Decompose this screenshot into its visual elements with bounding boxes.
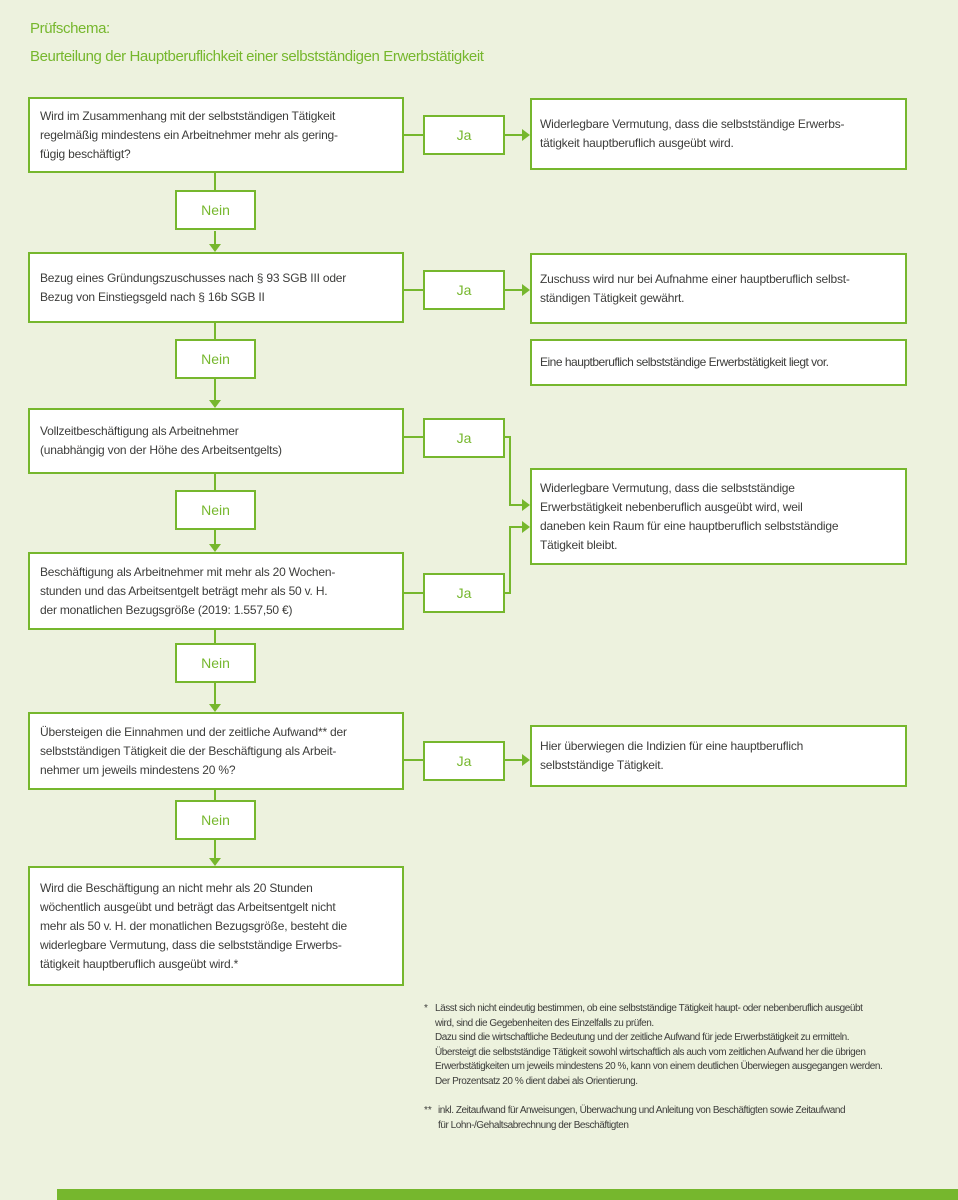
arrowhead-down-q4 [209,544,221,552]
question-text-5: Übersteigen die Einnahmen und der zeitli… [40,724,347,777]
footnote-single-text: Lässt sich nicht eindeutig bestimmen, ob… [435,1003,883,1087]
question-text-3: Vollzeitbeschäftigung als Arbeitnehmer (… [40,424,282,457]
ja-label-4: Ja [423,573,505,613]
footnote-single-marker: * [424,1003,428,1014]
connector-q2-nein2 [214,323,216,339]
nein-label-2: Nein [175,339,256,379]
question-box-5: Übersteigen die Einnahmen und der zeitli… [28,712,404,790]
nein-label-4: Nein [175,643,256,683]
nein-label-5: Nein [175,800,256,840]
arrowhead-right-r4-bottom [522,521,530,533]
question-box-1: Wird im Zusammenhang mit der selbstständ… [28,97,404,173]
connector-ja3-down [509,436,511,506]
connector-ja3-r4 [509,504,522,506]
result-box-5: Hier überwiegen die Indizien für eine ha… [530,725,907,787]
footnote-double: ** inkl. Zeitaufwand für Anweisungen, Üb… [424,1104,958,1133]
connector-q4-nein4 [214,630,216,643]
result-box-4: Widerlegbare Vermutung, dass die selbsts… [530,468,907,565]
footer-bar [57,1189,958,1200]
connector-ja5-r5 [505,759,522,761]
ja-label-3: Ja [423,418,505,458]
connector-q2-ja2 [404,289,423,291]
ja-label-1: Ja [423,115,505,155]
nein-label-3: Nein [175,490,256,530]
nein-label-1: Nein [175,190,256,230]
footnote-double-marker: ** [424,1105,432,1116]
ja-label-5: Ja [423,741,505,781]
arrowhead-down-conclusion [209,858,221,866]
connector-q5-nein5 [214,790,216,800]
arrowhead-right-r5 [522,754,530,766]
connector-q3-nein3 [214,474,216,490]
connector-ja4-up [509,526,511,594]
result-text-4: Widerlegbare Vermutung, dass die selbsts… [540,480,839,552]
result-box-2: Zuschuss wird nur bei Aufnahme einer hau… [530,253,907,324]
connector-nein1-q2 [214,231,216,245]
arrowhead-right-r2 [522,284,530,296]
connector-q4-ja4 [404,592,423,594]
conclusion-box: Wird die Beschäftigung an nicht mehr als… [28,866,404,986]
connector-nein2-q3 [214,379,216,400]
connector-nein5-conclusion [214,840,216,858]
page-title: Beurteilung der Hauptberuflichkeit einer… [30,48,484,65]
connector-ja4-r4 [509,526,522,528]
connector-ja4-stub [505,592,511,594]
result-text-5: Hier überwiegen die Indizien für eine ha… [540,739,804,772]
question-text-2: Bezug eines Gründungszuschusses nach § 9… [40,270,347,304]
question-box-2: Bezug eines Gründungszuschusses nach § 9… [28,252,404,323]
question-box-4: Beschäftigung als Arbeitnehmer mit mehr … [28,552,404,630]
result-text-2: Zuschuss wird nur bei Aufnahme einer hau… [540,271,850,305]
connector-q5-ja5 [404,759,423,761]
arrowhead-right-r4-top [522,499,530,511]
result-text-1: Widerlegbare Vermutung, dass die selbsts… [540,117,845,150]
arrowhead-down-q2 [209,244,221,252]
connector-ja1-r1 [505,134,522,136]
footnote-single: * Lässt sich nicht eindeutig bestimmen, … [424,1002,958,1090]
connector-nein3-q4 [214,530,216,544]
question-box-3: Vollzeitbeschäftigung als Arbeitnehmer (… [28,408,404,474]
connector-ja3-stub [505,436,511,438]
arrowhead-down-q5 [209,704,221,712]
page-kicker: Prüfschema: [30,20,110,37]
connector-q3-ja3 [404,436,423,438]
connector-q1-nein1 [214,173,216,190]
conclusion-text: Wird die Beschäftigung an nicht mehr als… [40,880,348,971]
connector-ja2-r2 [505,289,522,291]
question-text-1: Wird im Zusammenhang mit der selbstständ… [40,108,338,161]
arrowhead-down-q3 [209,400,221,408]
connector-nein4-q5 [214,683,216,704]
footnote-double-text: inkl. Zeitaufwand für Anweisungen, Überw… [438,1105,846,1131]
result-box-1: Widerlegbare Vermutung, dass die selbsts… [530,98,907,170]
result-text-3: Eine hauptberuflich selbstständige Erwer… [540,355,829,369]
arrowhead-right-r1 [522,129,530,141]
connector-q1-ja1 [404,134,423,136]
ja-label-2: Ja [423,270,505,310]
question-text-4: Beschäftigung als Arbeitnehmer mit mehr … [40,564,336,617]
result-box-3: Eine hauptberuflich selbstständige Erwer… [530,339,907,386]
